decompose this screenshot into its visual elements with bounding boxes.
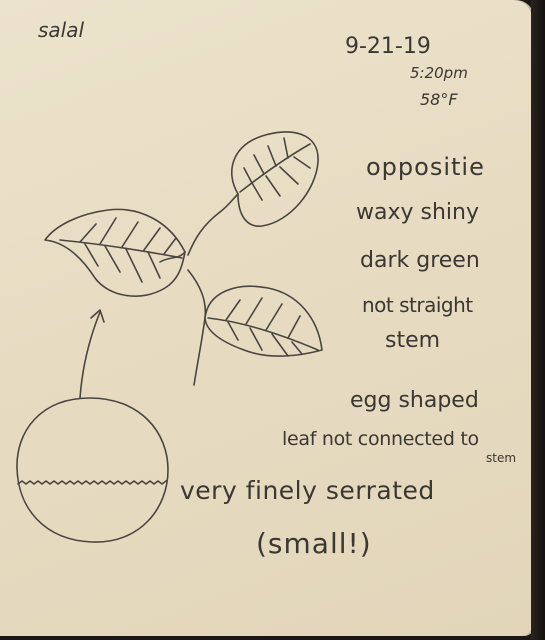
leaf-left-vein xyxy=(59,239,183,259)
entry-temperature: 58°F xyxy=(420,90,458,109)
stem-lower xyxy=(187,269,207,386)
pointer-arrow-head xyxy=(90,309,105,323)
leaf-left xyxy=(44,208,186,297)
note-texture: waxy shiny xyxy=(356,200,479,225)
note-arrangement: oppositie xyxy=(366,153,485,181)
note-color: dark green xyxy=(360,248,480,273)
note-connection-end: stem xyxy=(486,451,517,465)
magnify-circle xyxy=(16,397,169,543)
note-leaf-shape: egg shaped xyxy=(350,388,479,413)
plant-title: salal xyxy=(38,18,85,42)
page-edge-shadow xyxy=(531,0,545,640)
notebook-page xyxy=(0,0,532,636)
note-stem-word: stem xyxy=(385,328,441,353)
leaf-upper-right-vein xyxy=(239,143,311,193)
entry-date: 9-21-19 xyxy=(345,34,431,59)
leaf-upper-right xyxy=(230,131,319,227)
serrated-edge xyxy=(17,480,167,485)
pointer-arrow-shaft xyxy=(79,311,101,399)
leaf-lower-right xyxy=(204,285,323,357)
leaf-lower-right-vein xyxy=(207,317,319,351)
note-stem-shape: not straight xyxy=(362,293,473,317)
entry-time: 5:20pm xyxy=(410,64,468,82)
note-edge: very finely serrated xyxy=(180,476,435,505)
note-edge-size: (small!) xyxy=(256,527,372,560)
note-connection: leaf not connected to xyxy=(282,428,479,450)
stem-upper xyxy=(187,193,239,256)
